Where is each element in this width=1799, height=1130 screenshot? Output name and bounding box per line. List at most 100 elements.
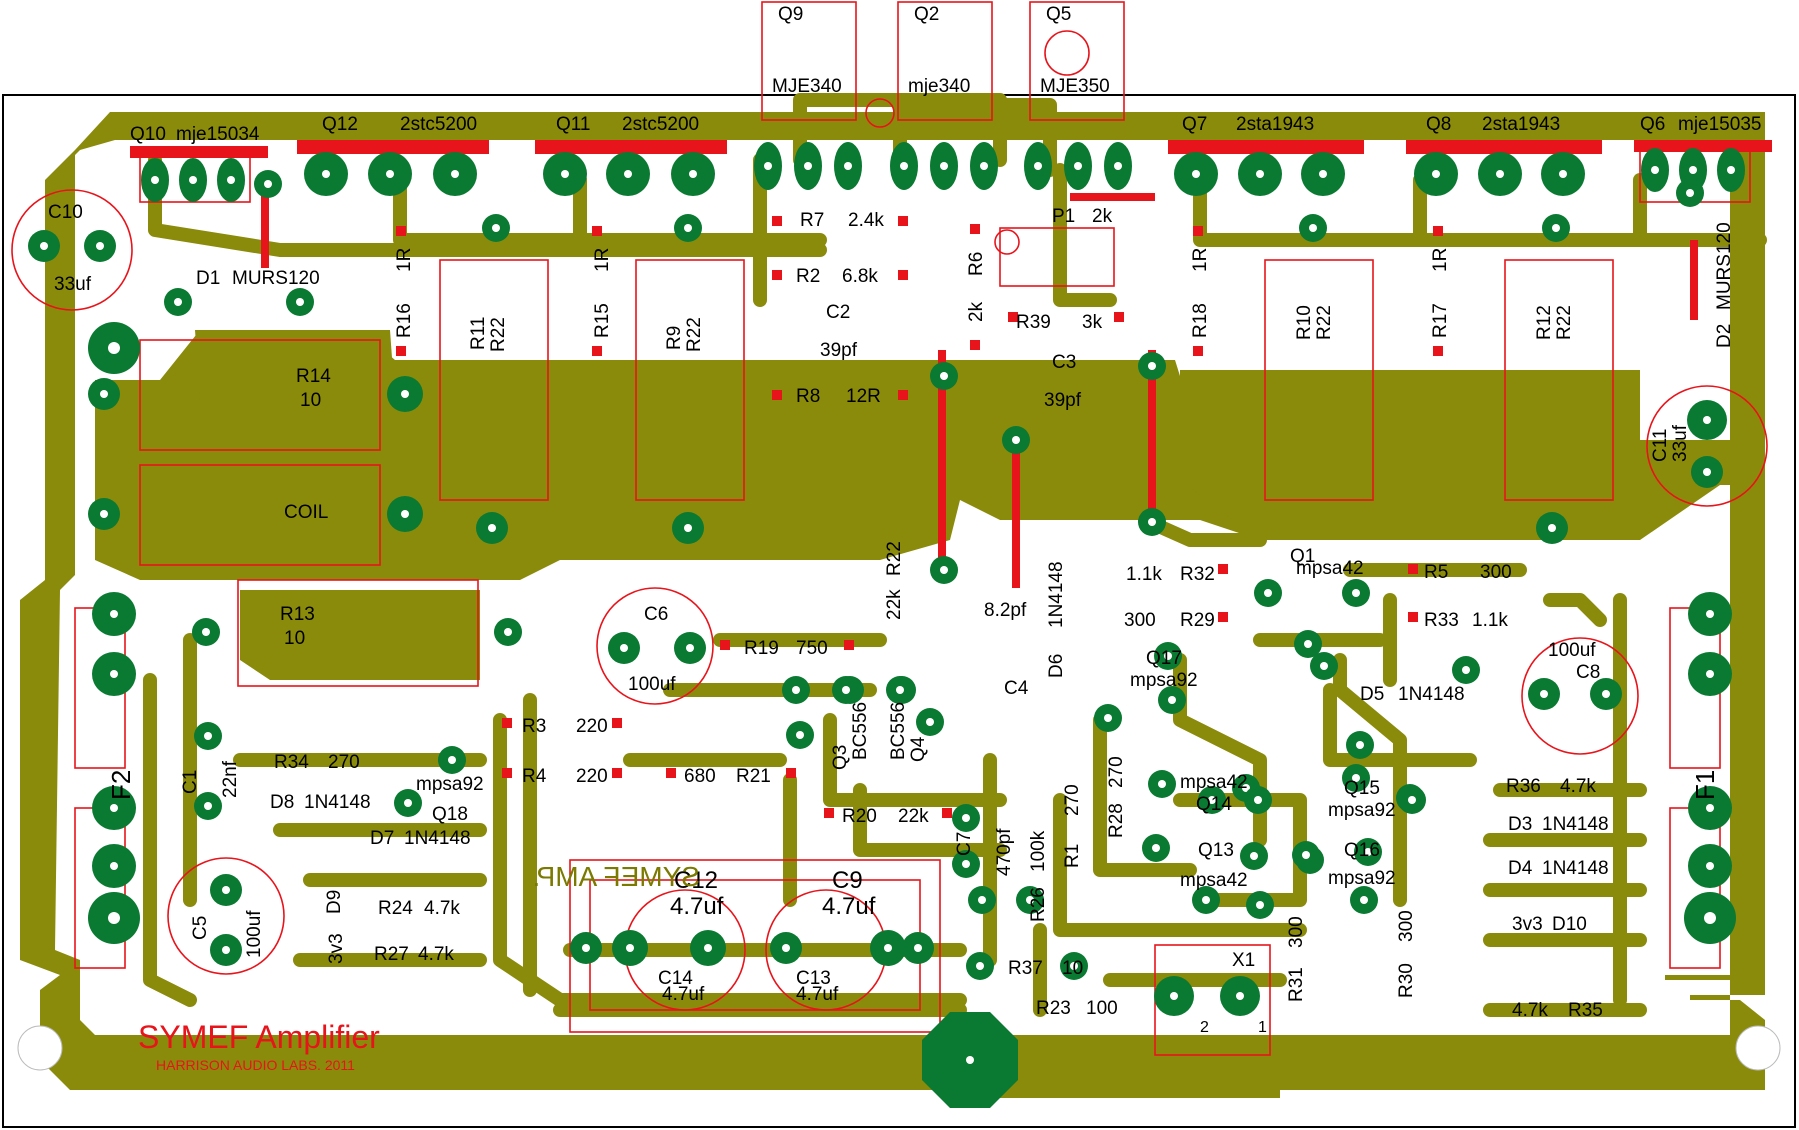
r27-val: 4.7k: [418, 944, 454, 965]
r34-ref: R34: [274, 752, 309, 773]
r23-val: 100: [1086, 998, 1118, 1019]
r8-val: 12R: [846, 386, 881, 407]
d4-part: 1N4148: [1542, 858, 1609, 879]
r16-ref: R16: [394, 303, 415, 338]
q18-ref: Q18: [432, 804, 468, 825]
d6-part: 1N4148: [1046, 561, 1067, 628]
q17-part: mpsa92: [1130, 670, 1198, 691]
r27-ref: R27: [374, 944, 409, 965]
c7-val: 470pf: [994, 828, 1015, 876]
q3-ref: Q3: [830, 745, 851, 770]
d8-part: 1N4148: [304, 792, 371, 813]
d1-ref: D1: [196, 268, 220, 289]
d9-ref: D9: [324, 890, 345, 914]
c11-ref: C11: [1650, 429, 1671, 462]
r11-val: R22: [488, 317, 509, 352]
q5-part: MJE350: [1040, 76, 1110, 97]
r13-ref: R13: [280, 604, 315, 625]
r20-val: 22k: [898, 806, 929, 827]
x1-pin1: 1: [1258, 1019, 1267, 1036]
q7-part: 2sta1943: [1236, 114, 1314, 135]
r11-ref: R11: [468, 317, 489, 350]
q4-part: BC556: [888, 702, 909, 760]
q9-part: MJE340: [772, 76, 842, 97]
q15-part: mpsa92: [1328, 800, 1396, 821]
c13-ref: C13: [796, 968, 831, 989]
r21-ref: R21: [736, 766, 771, 787]
r7-ref: R7: [800, 210, 824, 231]
r37-val: 10: [1062, 958, 1083, 979]
d5-ref: D5: [1360, 684, 1384, 705]
r35-ref: R35: [1568, 1000, 1603, 1021]
c11-val: 33uf: [1670, 424, 1691, 462]
r39-ref: R39: [1016, 312, 1051, 333]
coil-label: COIL: [284, 502, 328, 523]
r30-ref: R30: [1396, 963, 1417, 998]
r19-val: 750: [796, 638, 828, 659]
q5-ref: Q5: [1046, 4, 1071, 25]
q9-ref: Q9: [778, 4, 803, 25]
c14-ref: C14: [658, 968, 693, 989]
q13-ref: Q13: [1198, 840, 1234, 861]
board-subtitle: HARRISON AUDIO LABS. 2011: [156, 1057, 355, 1073]
r29-val: 300: [1124, 610, 1156, 631]
r9-ref: R9: [664, 326, 685, 350]
silkscreen-outlines: [11, 1, 1768, 1056]
q2-part: mje340: [908, 76, 970, 97]
c13-val: 4.7uf: [796, 984, 839, 1005]
x1-pin2: 2: [1200, 1019, 1209, 1036]
r5-ref: R5: [1424, 562, 1448, 583]
r21-val: 680: [684, 766, 716, 787]
d8-ref: D8: [270, 792, 294, 813]
r23-ref: R23: [1036, 998, 1071, 1019]
r4-ref: R4: [522, 766, 547, 787]
d10-ref: D10: [1552, 914, 1587, 935]
f2-label: F2: [106, 770, 136, 800]
c9-val: 4.7uf: [822, 893, 876, 920]
r12-ref: R12: [1534, 305, 1555, 340]
r30-val: 300: [1396, 910, 1417, 942]
d10-val: 3v3: [1512, 914, 1543, 935]
r1-ref: R1: [1062, 844, 1083, 868]
r8-ref: R8: [796, 386, 820, 407]
r22-val: 22k: [884, 589, 905, 620]
q10-ref: Q10: [130, 124, 166, 145]
r37-ref: R37: [1008, 958, 1043, 979]
r20-ref: R20: [842, 806, 877, 827]
r3-val: 220: [576, 716, 608, 737]
r15-ref: R15: [592, 303, 613, 338]
q13-part: mpsa42: [1180, 870, 1248, 891]
q15-ref: Q15: [1344, 778, 1380, 799]
q1-ref: Q1: [1290, 546, 1315, 567]
q6-part: mje15035: [1678, 114, 1761, 135]
q3-part: BC556: [850, 702, 871, 760]
r10-ref: R10: [1294, 305, 1315, 340]
r33-val: 1.1k: [1472, 610, 1508, 631]
q10-part: mje15034: [176, 124, 260, 145]
r26-val: 100k: [1028, 830, 1049, 872]
r17-val: 1R: [1430, 248, 1451, 272]
c9-ref: C9: [832, 867, 863, 894]
q18-part: mpsa92: [416, 774, 484, 795]
q16-ref: Q16: [1344, 840, 1380, 861]
q6-ref: Q6: [1640, 114, 1665, 135]
r32-ref: R32: [1180, 564, 1215, 585]
c1-val: 22nf: [220, 760, 241, 798]
r2-val: 6.8k: [842, 266, 878, 287]
q7-ref: Q7: [1182, 114, 1207, 135]
q12-ref: Q12: [322, 114, 358, 135]
r31-val: 300: [1286, 916, 1307, 948]
d7-ref: D7: [370, 828, 394, 849]
r28-val: 270: [1106, 756, 1127, 788]
r24-ref: R24: [378, 898, 413, 919]
c12-ref: C12: [674, 867, 718, 894]
c12-val: 4.7uf: [670, 893, 724, 920]
p1-val: 2k: [1092, 206, 1113, 227]
r34-val: 270: [328, 752, 360, 773]
q14-part: mpsa42: [1180, 772, 1248, 793]
r12-val: R22: [1554, 305, 1575, 340]
r2-ref: R2: [796, 266, 820, 287]
c8-ref: C8: [1576, 662, 1600, 683]
r9-val: R22: [684, 317, 705, 352]
